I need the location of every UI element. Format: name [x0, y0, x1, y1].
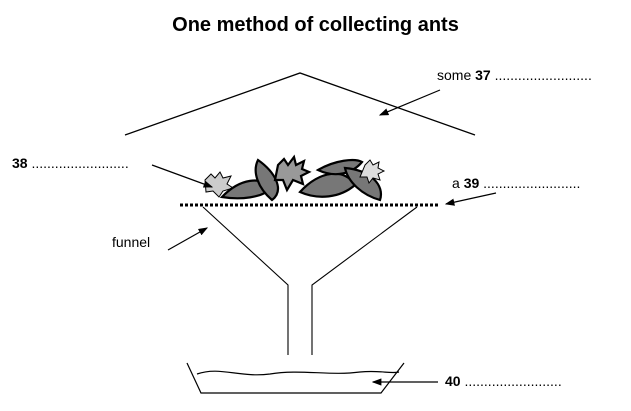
arrow-38: [151, 164, 214, 188]
arrow-37: [378, 89, 441, 116]
diagram-title: One method of collecting ants: [172, 14, 459, 36]
label-38: 38 .........................: [12, 155, 129, 171]
label-40: 40 .........................: [445, 373, 562, 389]
lamp-cover: [124, 72, 476, 136]
leaf-litter: [204, 154, 386, 202]
label-funnel: funnel: [112, 234, 151, 250]
funnel: [202, 206, 418, 355]
label-39: a 39 .........................: [452, 175, 581, 191]
arrow-funnel: [167, 227, 209, 251]
arrow-39: [444, 192, 497, 206]
tray: [186, 362, 405, 394]
label-37: some 37 .........................: [437, 67, 592, 83]
